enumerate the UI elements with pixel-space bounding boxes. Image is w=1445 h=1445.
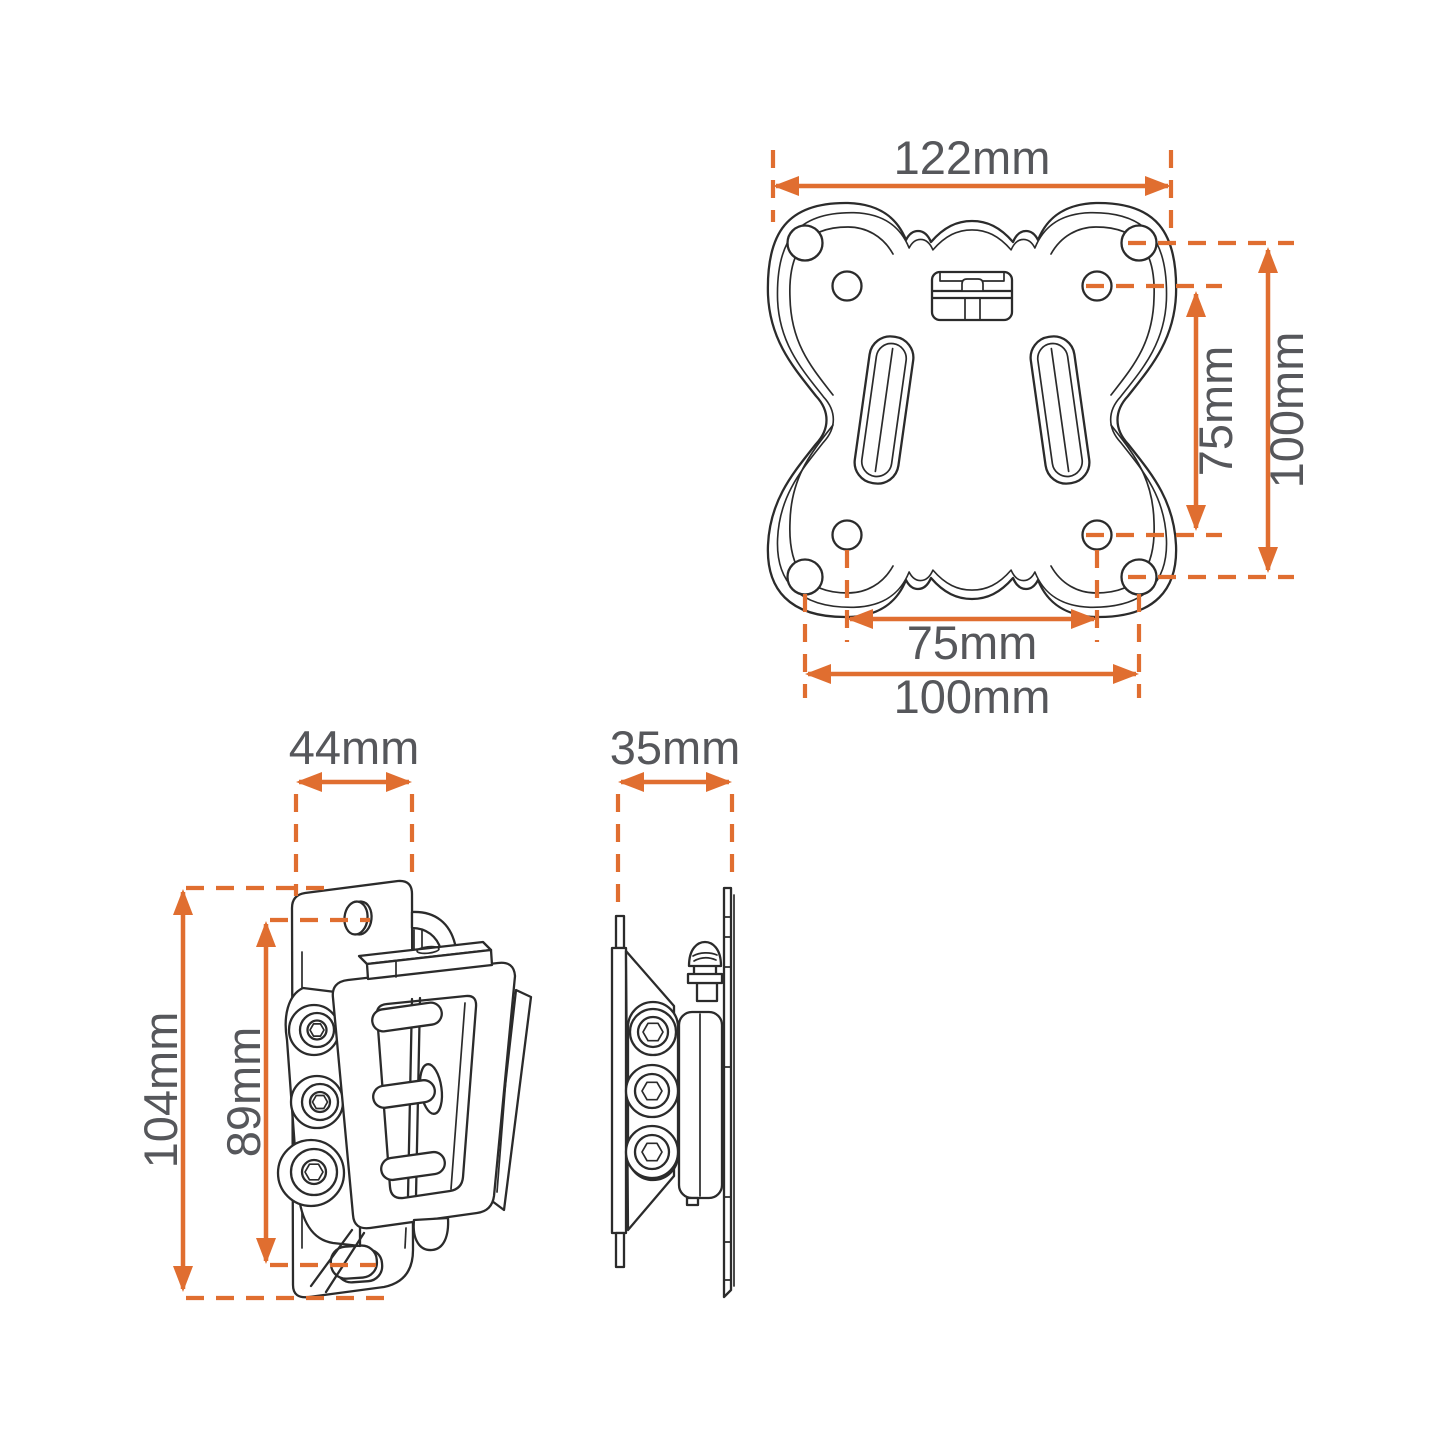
- front-width-label: 122mm: [894, 131, 1051, 184]
- swing-arm-profile: [677, 1010, 724, 1207]
- quick-release-latch: [930, 270, 1014, 322]
- vesa-75-holes: [831, 270, 1113, 551]
- side-view: 35mm: [610, 721, 741, 1299]
- dimension-front-inner-horizontal: 75mm: [844, 550, 1100, 669]
- dimension-front-inner-vertical: 75mm: [1086, 283, 1242, 538]
- dimension-perspective-height: 104mm: [134, 885, 386, 1301]
- dimension-front-width: 122mm: [770, 131, 1174, 232]
- front-outer-vertical-label: 100mm: [1260, 332, 1313, 489]
- vesa-plate-profile: [722, 886, 735, 1299]
- front-inner-vertical-label: 75mm: [1189, 346, 1242, 477]
- front-inner-horizontal-label: 75mm: [907, 616, 1038, 669]
- perspective-view: 44mm 104mm 89mm: [134, 721, 533, 1301]
- dimension-front-outer-horizontal: 100mm: [802, 594, 1142, 723]
- dimension-side-depth: 35mm: [610, 721, 741, 910]
- hex-bolts-profile: [624, 1007, 680, 1180]
- perspective-hole-spacing-label: 89mm: [217, 1027, 270, 1158]
- perspective-depth-label: 44mm: [289, 721, 420, 774]
- plate-slots: [853, 335, 1091, 485]
- front-outer-horizontal-label: 100mm: [894, 670, 1051, 723]
- pivot-screw: [686, 940, 724, 1003]
- dimension-perspective-depth: 44mm: [289, 721, 420, 896]
- pivot-rods: [371, 1001, 446, 1182]
- dimension-perspective-hole-spacing: 89mm: [217, 917, 376, 1268]
- wall-plate-profile: [610, 914, 628, 1269]
- dimension-front-outer-vertical: 100mm: [1128, 240, 1313, 580]
- frame-bottom-hook: [309, 1216, 450, 1294]
- perspective-height-label: 104mm: [134, 1012, 187, 1169]
- hex-bolts: [276, 1003, 346, 1208]
- side-depth-label: 35mm: [610, 721, 741, 774]
- front-view: 122mm 100mm 75mm 75mm: [766, 131, 1313, 723]
- vesa-plate-outline: [766, 201, 1178, 619]
